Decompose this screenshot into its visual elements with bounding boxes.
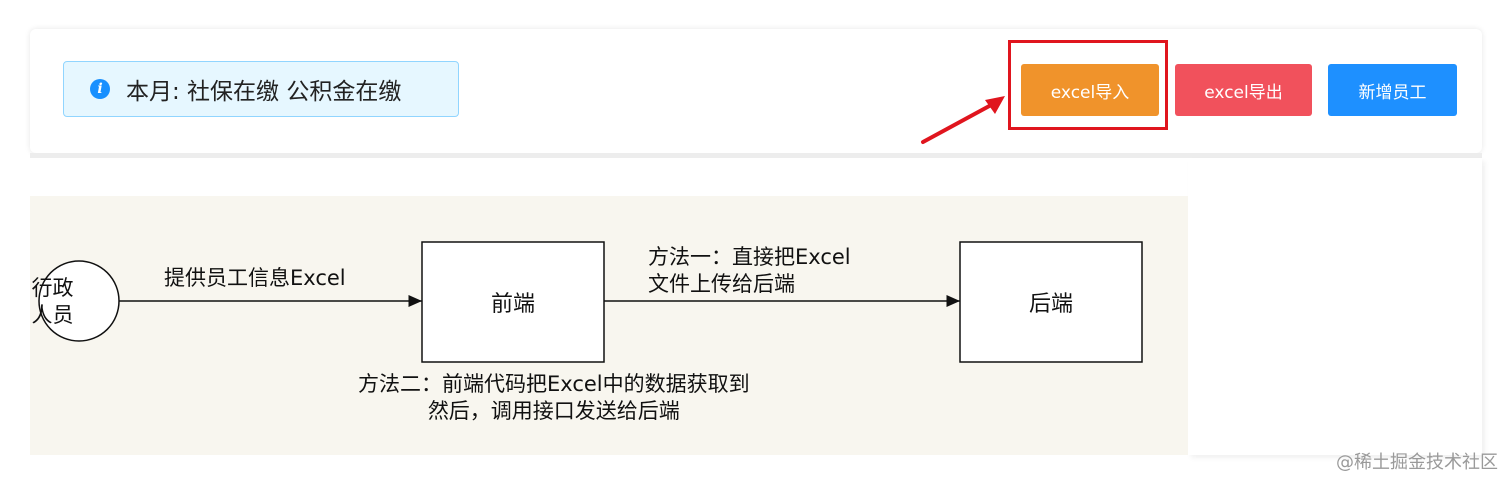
method2-label: 方法二：前端代码把Excel中的数据获取到 然后，调用接口发送给后端: [358, 372, 750, 423]
highlight-annotation-box: [1008, 40, 1168, 130]
flow-diagram: [30, 196, 1188, 455]
annotation-arrow-icon: [921, 96, 1005, 144]
alert-text: 本月: 社保在缴 公积金在缴: [126, 79, 402, 105]
add-employee-button[interactable]: 新增员工: [1328, 64, 1457, 116]
info-icon: i: [90, 79, 110, 99]
content-side-area: [1188, 158, 1482, 455]
backend-label: 后端: [1028, 292, 1073, 317]
backend-box: [959, 241, 1143, 363]
status-alert: i 本月: 社保在缴 公积金在缴: [63, 61, 459, 117]
watermark: @稀土掘金技术社区: [1336, 452, 1498, 473]
method1-label: 方法一：直接把Excel 文件上传给后端: [648, 245, 851, 296]
frontend-label: 前端: [490, 292, 535, 317]
toolbar-separator: [30, 153, 1482, 158]
excel-export-button[interactable]: excel导出: [1175, 64, 1312, 116]
frontend-box: [421, 241, 605, 363]
excel-import-button[interactable]: excel导入: [1021, 64, 1159, 116]
edge1-label: 提供员工信息Excel: [164, 266, 346, 290]
actor-label: 行政 人员: [31, 276, 74, 327]
